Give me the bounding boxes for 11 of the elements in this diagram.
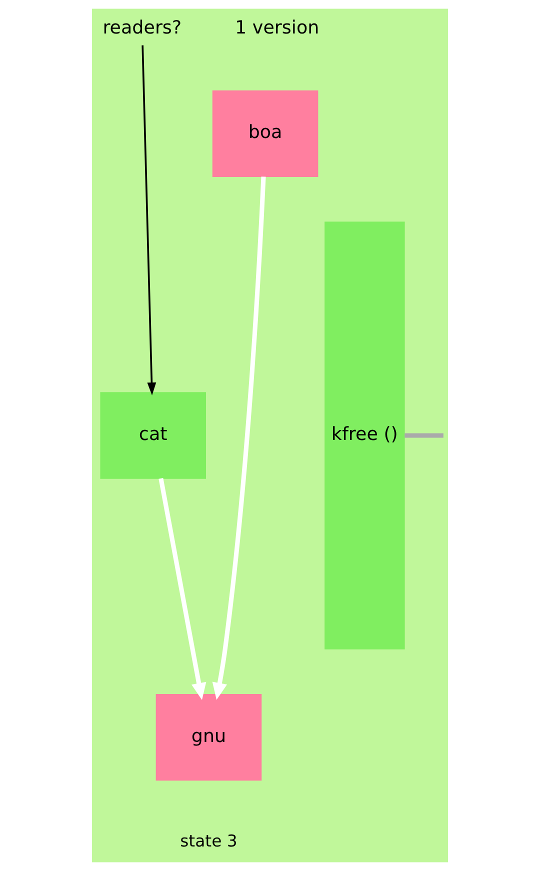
node-box: kfree () <box>324 222 404 650</box>
node-box: boa <box>212 90 318 177</box>
arrow <box>141 45 156 396</box>
label: 1 version <box>234 17 319 38</box>
label: state 3 <box>180 831 237 850</box>
node-box: gnu <box>155 694 262 781</box>
arrow <box>212 176 266 700</box>
node-box: cat <box>100 392 206 479</box>
node-text: readers? <box>102 17 182 38</box>
connector <box>404 433 443 438</box>
arrow <box>158 478 206 700</box>
